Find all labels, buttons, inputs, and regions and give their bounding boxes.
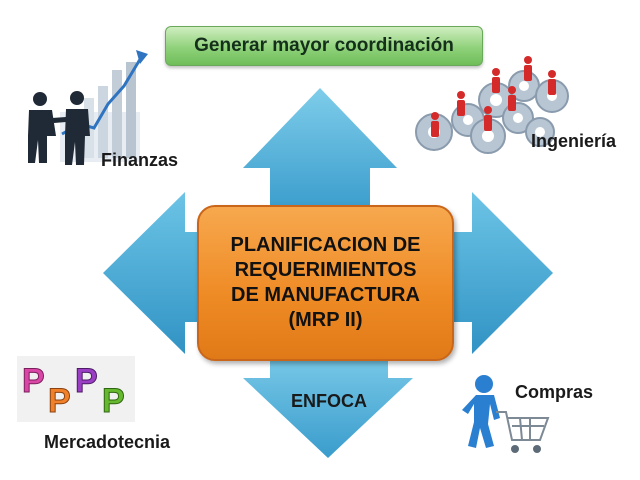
- center-line-2: REQUERIMIENTOS: [234, 259, 417, 281]
- svg-text:P: P: [22, 362, 45, 400]
- center-box: PLANIFICACION DE REQUERIMIENTOS DE MANUF…: [197, 205, 454, 361]
- arrow-down: [243, 346, 413, 458]
- node-finanzas: Finanzas: [101, 150, 179, 170]
- arrow-right: [432, 192, 553, 354]
- blue-figure-icon: [462, 375, 500, 448]
- svg-text:P: P: [102, 382, 125, 420]
- banner-text: Generar mayor coordinación: [194, 35, 454, 56]
- banner-box: Generar mayor coordinación: [165, 26, 483, 66]
- arrow-left: [103, 192, 225, 354]
- center-line-4: (MRP II): [288, 309, 363, 331]
- node-ingenieria: Ingeniería: [531, 131, 617, 151]
- svg-text:P: P: [48, 382, 71, 420]
- businessmen-icon: [28, 91, 90, 165]
- node-mercadotecnia: Mercadotecnia: [44, 432, 171, 452]
- center-line-1: PLANIFICACION DE: [230, 234, 421, 256]
- center-line-3: DE MANUFACTURA: [231, 284, 420, 306]
- red-figures-icon: [431, 56, 556, 137]
- node-compras: Compras: [515, 382, 594, 402]
- enfoca-label: ENFOCA: [291, 391, 367, 411]
- arrow-up: [243, 88, 397, 212]
- svg-text:P: P: [75, 362, 98, 400]
